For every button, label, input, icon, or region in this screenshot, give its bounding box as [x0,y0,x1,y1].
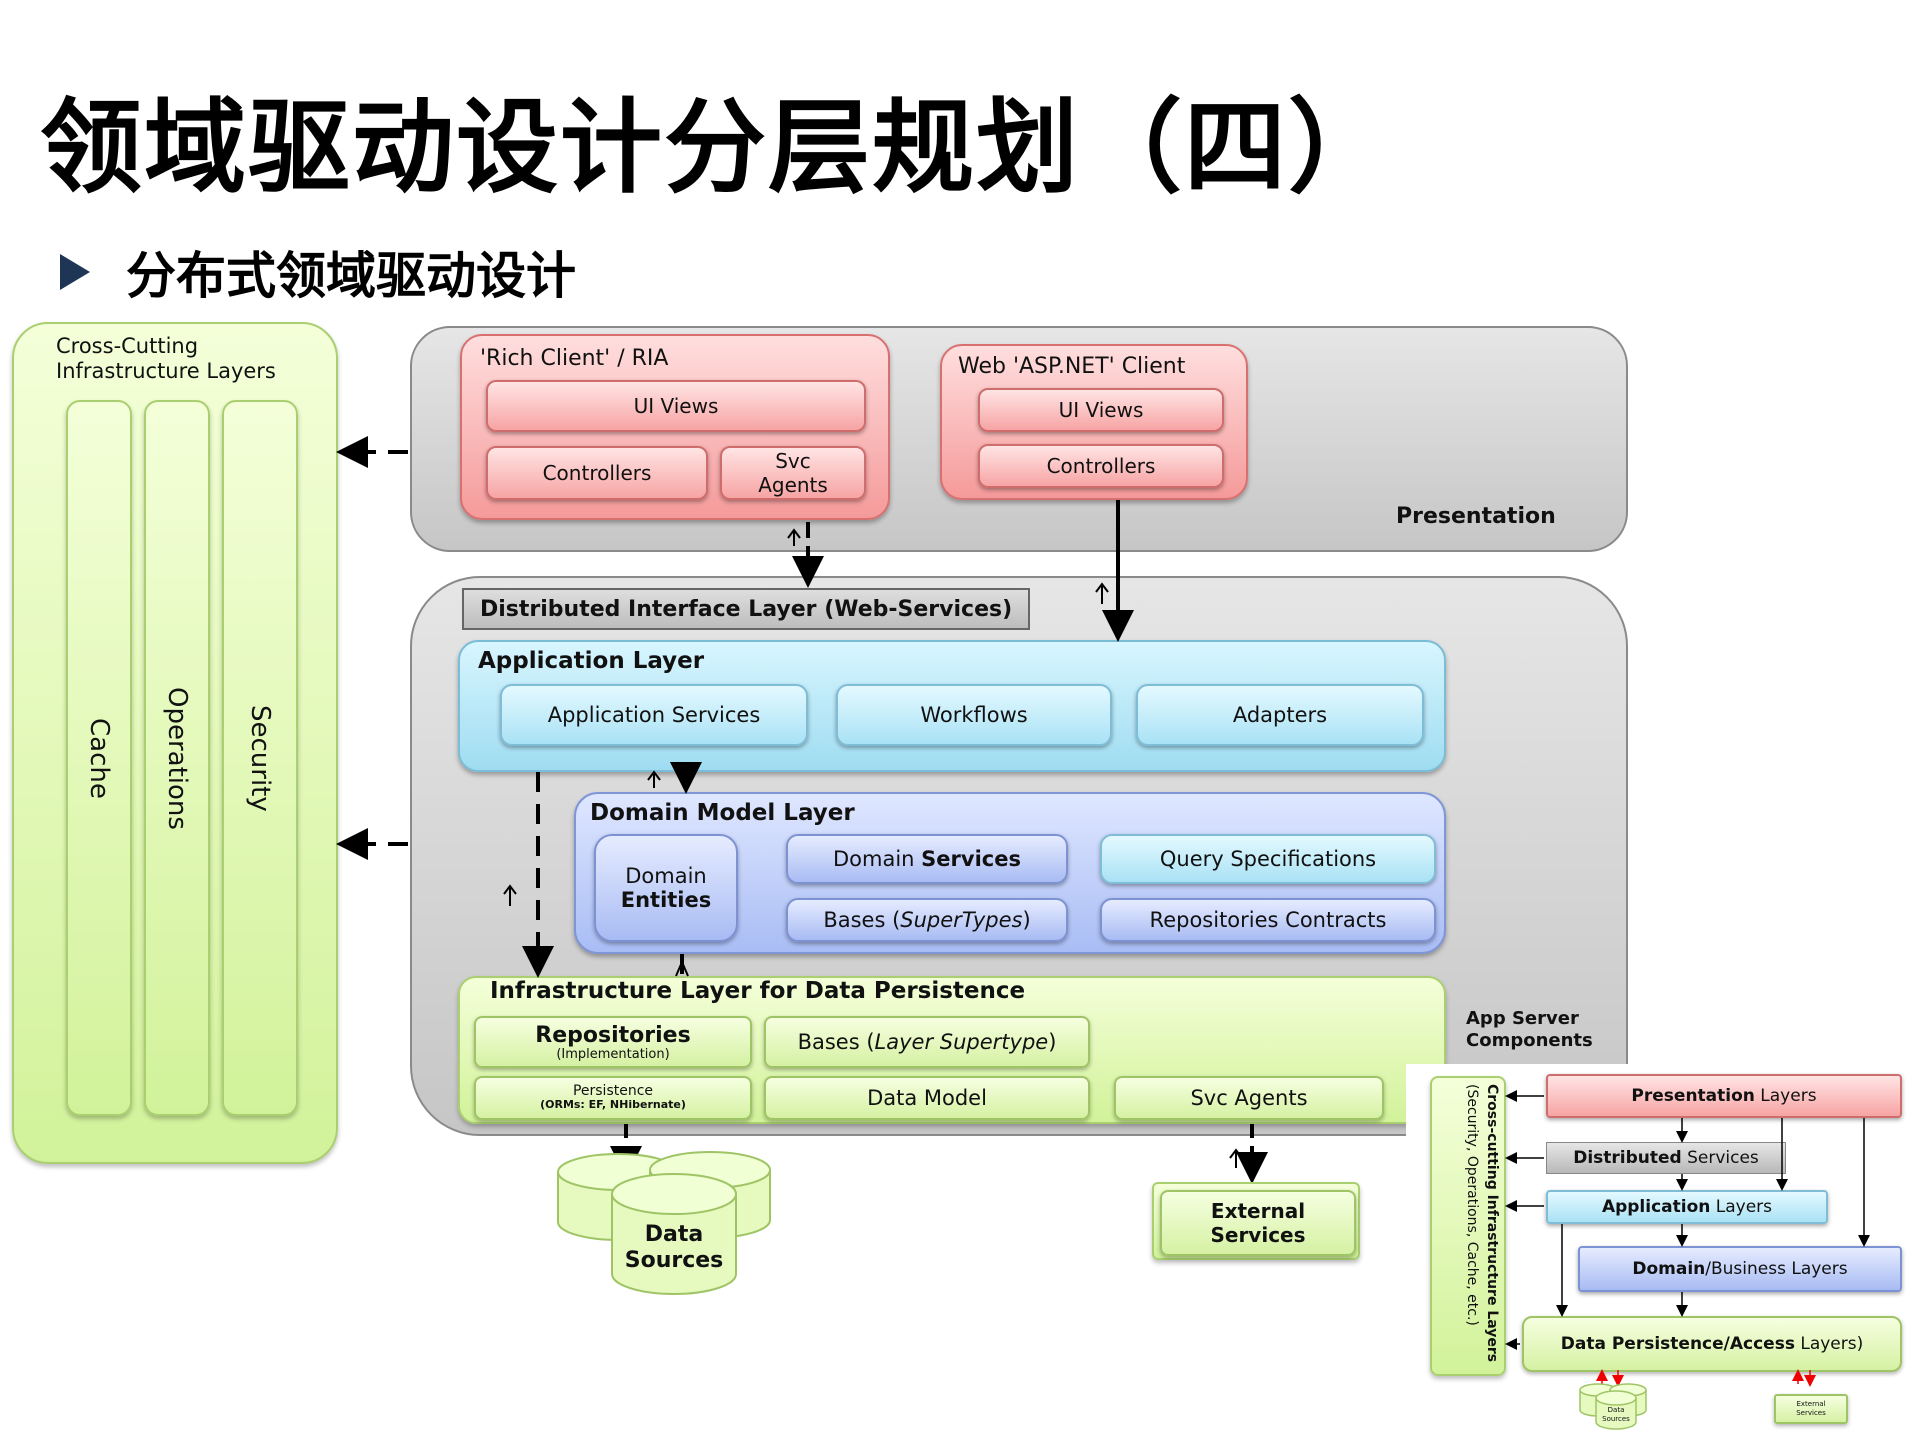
external-services: External Services [1152,1182,1360,1260]
bases-supertypes: Bases (SuperTypes) [786,898,1068,942]
cross-cutting-title-line1: Cross-Cutting [56,334,199,358]
adapters: Adapters [1136,684,1424,746]
workflows: Workflows [836,684,1112,746]
subtitle: 分布式领域驱动设计 [126,247,576,305]
query-specifications: Query Specifications [1100,834,1436,884]
cross-cutting-panel: Cross-Cutting Infrastructure Layers Cach… [12,322,338,1164]
domain-entities: Domain Entities [594,834,738,942]
data-sources-label: Data Sources [624,1222,724,1273]
domain-services: Domain Services [786,834,1068,884]
security-column: Security [222,400,298,1116]
bullet-arrow-icon [60,254,90,290]
rich-client-box: 'Rich Client' / RIA UI Views Controllers… [460,334,890,520]
web-client-title: Web 'ASP.NET' Client [958,354,1186,379]
web-controllers: Controllers [978,444,1224,488]
cache-column: Cache [66,400,132,1116]
application-services: Application Services [500,684,808,746]
subtitle-row: 分布式领域驱动设计 [60,236,576,308]
mini-data-sources-label: Data Sources [1602,1406,1630,1423]
rich-client-title: 'Rich Client' / RIA [480,346,669,371]
mini-application: Application Layers [1546,1190,1828,1224]
bases-layer-supertype: Bases (Layer Supertype) [764,1016,1090,1068]
mini-cross-cutting: Cross-cutting Infrastructure Layers (Sec… [1430,1076,1506,1376]
domain-model-layer-title: Domain Model Layer [590,800,855,826]
rich-svc-agents: Svc Agents [720,446,866,500]
infrastructure-layer: Infrastructure Layer for Data Persistenc… [458,976,1446,1124]
application-layer: Application Layer Application Services W… [458,640,1446,772]
mini-distributed: Distributed Services [1546,1142,1786,1174]
persistence-orms: Persistence (ORMs: EF, NHibernate) [474,1076,752,1120]
app-server-label-line2: Components [1466,1030,1593,1051]
repositories-contracts: Repositories Contracts [1100,898,1436,942]
repositories-impl: Repositories (Implementation) [474,1016,752,1068]
page-title: 领域驱动设计分层规划（四） [40,89,1392,208]
infrastructure-layer-title: Infrastructure Layer for Data Persistenc… [490,978,1026,1004]
mini-data-persistence: Data Persistence/Access Layers) [1522,1316,1902,1372]
mini-external-services: External Services [1774,1394,1848,1424]
rich-controllers: Controllers [486,446,708,500]
cross-cutting-title-line2: Infrastructure Layers [56,359,276,383]
data-sources-cylinders [557,1151,771,1295]
presentation-label: Presentation [1396,504,1556,529]
mini-presentation: Presentation Layers [1546,1074,1902,1118]
rich-ui-views: UI Views [486,380,866,432]
mini-connectors [1505,1090,1870,1430]
web-client-box: Web 'ASP.NET' Client UI Views Controller… [940,344,1248,500]
data-model: Data Model [764,1076,1090,1120]
operations-column: Operations [144,400,210,1116]
infra-svc-agents: Svc Agents [1114,1076,1384,1120]
mini-diagram: Cross-cutting Infrastructure Layers (Sec… [1406,1064,1914,1434]
mini-domain: Domain/Business Layers [1578,1246,1902,1292]
application-layer-title: Application Layer [478,648,705,674]
app-server-label-line1: App Server [1466,1008,1579,1029]
domain-model-layer: Domain Model Layer Domain Entities Domai… [574,792,1446,954]
web-ui-views: UI Views [978,388,1224,432]
distributed-interface-layer: Distributed Interface Layer (Web-Service… [462,588,1030,630]
